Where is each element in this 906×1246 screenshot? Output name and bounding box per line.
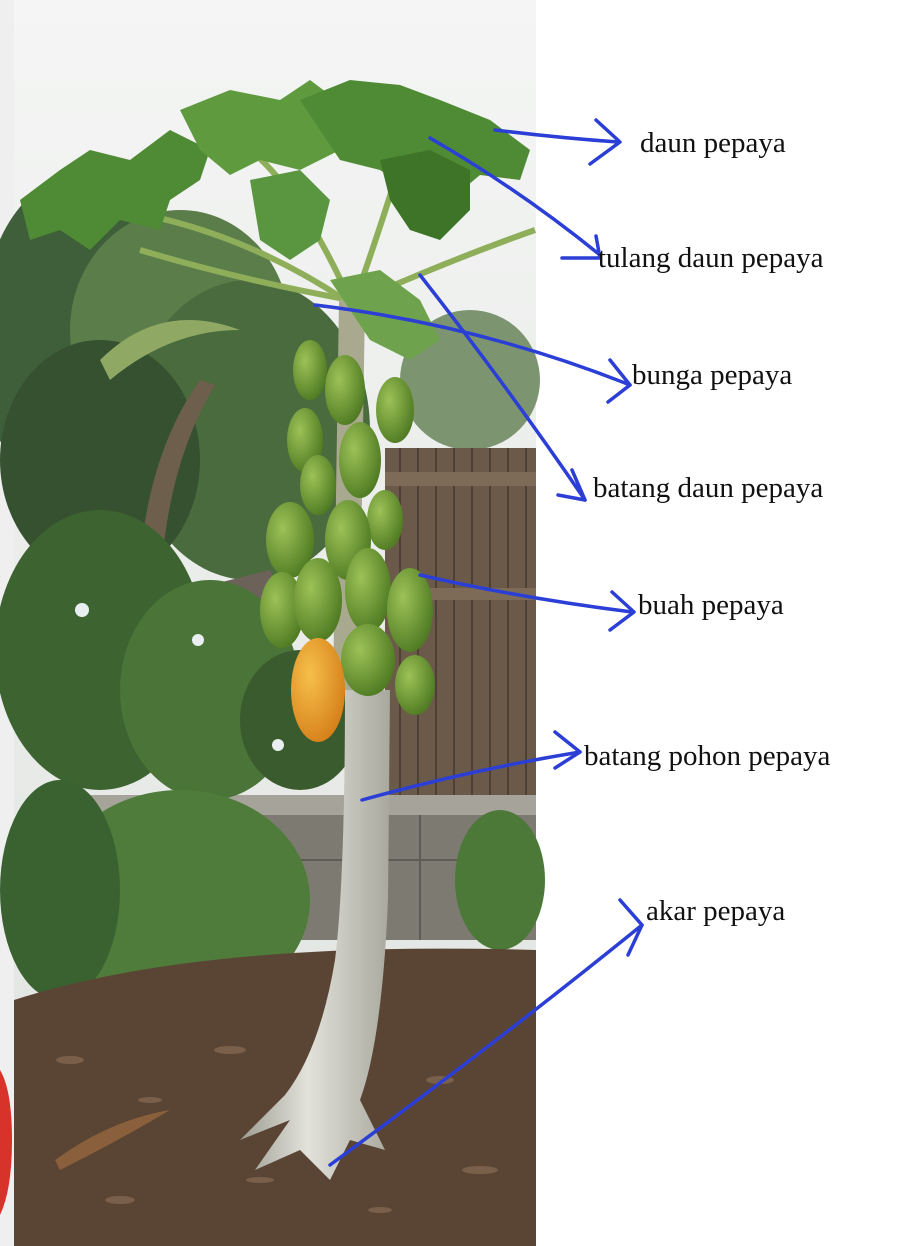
papaya-photo xyxy=(0,0,545,1246)
mulch-ground xyxy=(14,949,536,1246)
